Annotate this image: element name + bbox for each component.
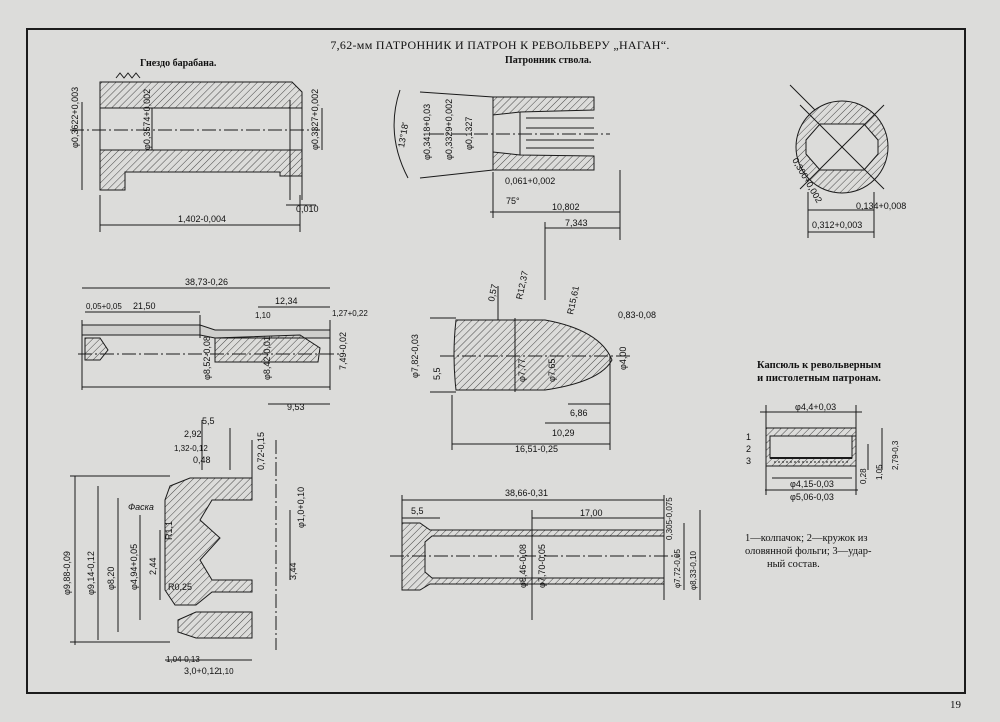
dim-shell-g: φ8,33-0,10: [689, 550, 698, 590]
dim-bullet-j: 6,86: [570, 408, 588, 418]
dim-primer-c: φ5,06-0,03: [790, 492, 834, 502]
dim-rim-f: Фаска: [128, 502, 154, 512]
dim-socket-d3: φ0,3327+0,002: [310, 89, 320, 150]
dim-bullet-c: R15,61: [565, 285, 581, 315]
dim-bore-d2: 0,312+0,003: [812, 220, 862, 230]
dim-barrel-a: 0,061+0,002: [505, 176, 555, 186]
primer-legend-line1: 1—колпачок; 2—кружок из: [745, 533, 868, 544]
dim-rim-h: R0,25: [168, 582, 192, 592]
dim-barrel-d2: φ0,3329+0,002: [444, 99, 454, 160]
page-number: 19: [950, 699, 961, 711]
primer-part-1: 1: [746, 432, 751, 442]
dim-case-a: 0,05+0,05: [86, 302, 122, 311]
primer-part-2: 2: [746, 444, 751, 454]
primer-legend-line3: ный состав.: [767, 559, 820, 570]
page-title: 7,62-мм ПАТРОННИК И ПАТРОН К РЕВОЛЬВЕРУ …: [330, 38, 670, 52]
dim-barrel-len2: 7,343: [565, 218, 588, 228]
dim-primer-f: 0,28: [859, 468, 868, 484]
primer-caption: Капсюль к револьверным и пистолетным пат…: [734, 359, 904, 385]
dim-rim-m: 2,44: [148, 557, 158, 575]
dim-case-i: 9,53: [287, 402, 305, 412]
dim-socket-d2: φ0,3574+0,002: [142, 89, 152, 150]
drawing-frame: [26, 28, 966, 694]
dim-case-c: 12,34: [275, 296, 298, 306]
dim-rim-r: 1,10: [218, 667, 234, 676]
dim-socket-length: 1,402-0,004: [178, 214, 226, 224]
dim-rim-l: φ4,94+0,05: [129, 544, 139, 590]
dim-bullet-a: 0,57: [486, 283, 499, 302]
cartridge-case-drawing: [390, 495, 701, 620]
dim-shell-a: 5,5: [411, 506, 424, 516]
dim-bullet-h: φ4,00: [618, 347, 628, 370]
dim-bore-d3: 0,134+0,008: [856, 201, 906, 211]
bore-cross-section: [789, 84, 889, 238]
dim-bullet-e: 5,5: [432, 367, 442, 380]
dim-bullet-k: 10,29: [552, 428, 575, 438]
dim-rim-n: 3,44: [288, 562, 298, 580]
dim-shell-length: 38,66-0,31: [505, 488, 548, 498]
primer-caption-line1: Капсюль к револьверным: [756, 360, 882, 371]
dim-primer-d: 2,79-0,3: [891, 440, 900, 470]
dim-bullet-b: R12,37: [514, 270, 530, 300]
dim-rim-i: φ9,88-0,09: [62, 551, 72, 595]
dim-rim-e: 0,72-0,15: [256, 432, 266, 470]
dim-bullet-d: φ7,82-0,03: [410, 334, 420, 378]
dim-shell-c: 0,305-0,075: [665, 497, 674, 540]
chamber-socket-drawing: [70, 72, 323, 232]
primer-caption-line2: и пистолетным патронам.: [757, 373, 881, 384]
dim-primer-a: φ4,4+0,03: [795, 402, 836, 412]
dim-case-h: 7,49-0,02: [338, 332, 348, 370]
dim-rim-c: 1,32-0,12: [174, 444, 208, 453]
dim-rim-q: 3,0+0,12: [184, 666, 219, 676]
dim-bullet-f: φ7,77: [517, 359, 527, 382]
dim-case-e: 1,27+0,22: [332, 309, 368, 318]
chamber-socket-heading: Гнездо барабана.: [140, 58, 217, 69]
dim-case-b: 21,50: [133, 301, 156, 311]
dim-socket-r: 0,010: [296, 204, 319, 214]
dim-bullet-length: 16,51-0,25: [515, 444, 558, 454]
dim-rim-a: 5,5: [202, 416, 215, 426]
rim-section-drawing: [70, 420, 291, 661]
dim-bullet-i: 0,83-0,08: [618, 310, 656, 320]
dim-socket-d1: φ0,3622+0,003: [70, 87, 80, 148]
dim-bullet-g: φ7,65: [547, 359, 557, 382]
dim-shell-e: φ7,70-0,05: [537, 544, 547, 588]
dim-primer-b: φ4,15-0,03: [790, 479, 834, 489]
dim-barrel-d1: φ0,3418+0,03: [422, 104, 432, 160]
dim-rim-b: 2,92: [184, 429, 202, 439]
dim-barrel-75: 75°: [506, 196, 520, 206]
primer-part-3: 3: [746, 456, 751, 466]
dim-shell-d: φ8,46-0,08: [518, 544, 528, 588]
primer-drawing: [760, 405, 883, 495]
barrel-chamber-heading: Патронник ствола.: [505, 55, 592, 66]
dim-barrel-d3: φ0,1327: [464, 117, 474, 150]
dim-rim-o: φ1,0+0,10: [296, 487, 306, 528]
dim-barrel-angle: 13°18': [396, 121, 410, 148]
barrel-chamber-drawing: [393, 89, 621, 300]
dim-rim-j: φ9,14-0,12: [86, 551, 96, 595]
dim-case-length: 38,73-0,26: [185, 277, 228, 287]
dim-shell-f: φ7,72-0,05: [673, 548, 682, 588]
dim-rim-k: φ8,20: [106, 567, 116, 590]
cartridge-assembly-drawing: [78, 287, 340, 405]
dim-barrel-len1: 10,802: [552, 202, 580, 212]
primer-legend: 1—колпачок; 2—кружок из оловянной фольги…: [745, 532, 871, 571]
dim-rim-p: 1,04-0,13: [166, 655, 200, 664]
dim-shell-b: 17,00: [580, 508, 603, 518]
dim-case-f: φ8,52-0,08: [202, 336, 212, 380]
dim-rim-d: 0,48: [193, 455, 211, 465]
bullet-drawing: [430, 286, 630, 450]
dim-case-d: 1,10: [255, 311, 271, 320]
dim-case-g: φ8,42-0,01: [262, 336, 272, 380]
primer-legend-line2: оловянной фольги; 3—удар-: [745, 546, 872, 557]
dim-rim-g: R1,1: [164, 521, 174, 540]
dim-primer-e: 1,05: [875, 464, 884, 480]
